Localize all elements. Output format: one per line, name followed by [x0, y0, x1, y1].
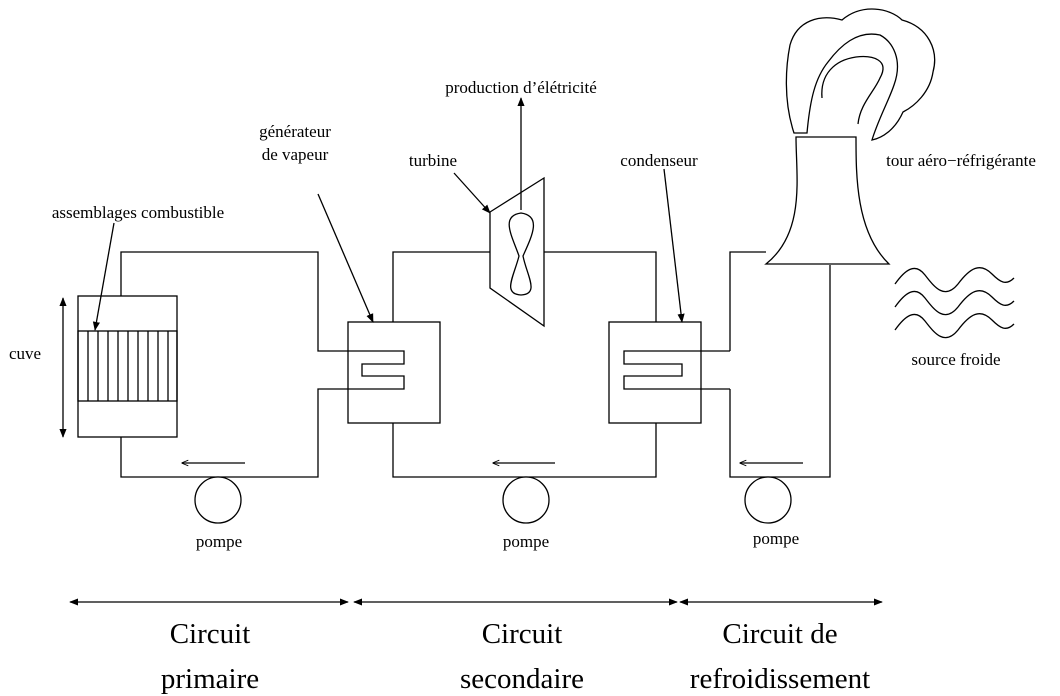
- steam-cloud-inner: [821, 55, 884, 125]
- primary-pump: [194, 476, 242, 524]
- cold-source-label: source froide: [911, 350, 1000, 369]
- vessel-label: cuve: [9, 344, 41, 363]
- condenseur-leader: [663, 168, 685, 323]
- cooling-tower-body: [764, 136, 891, 265]
- assemblages-leader: [92, 222, 115, 331]
- primary-circuit: [120, 251, 348, 524]
- fuel-rods: [87, 331, 169, 401]
- cooling-pump-label: pompe: [753, 529, 799, 548]
- electricity-label: production d’élétricité: [445, 78, 597, 97]
- cooling-tower-label: tour aéro−réfrigérante: [886, 151, 1036, 170]
- cooling-circuit-title-2: refroidissement: [690, 663, 870, 695]
- cooling-pump: [744, 476, 792, 524]
- steam-generator-label-2: de vapeur: [262, 145, 329, 164]
- vessel-body: [77, 295, 178, 438]
- secondary-circuit-title-2: secondaire: [460, 663, 584, 695]
- secondary-circuit: [392, 251, 657, 524]
- condenser-coil: [623, 350, 730, 390]
- condenser-box: [608, 321, 702, 424]
- secondary-pump-label: pompe: [503, 532, 549, 551]
- cooling-pipe-left: [729, 251, 766, 351]
- secondary-pipe-turbine-out: [544, 251, 657, 322]
- turbine: [489, 97, 545, 328]
- steam-generator-label-1: générateur: [259, 122, 331, 141]
- primary-circuit-title-1: Circuit: [170, 618, 251, 650]
- secondary-pipe-bottom: [392, 423, 657, 478]
- turbine-label: turbine: [409, 151, 457, 170]
- steam-cloud: [785, 8, 936, 141]
- condenser-label: condenseur: [620, 151, 698, 170]
- secondary-circuit-title-1: Circuit: [482, 618, 563, 650]
- steam-generator-box: [347, 321, 441, 424]
- secondary-pump: [502, 476, 550, 524]
- cold-source-waves: [894, 267, 1015, 339]
- generateur-leader: [317, 193, 374, 323]
- steam-generator-coil: [348, 350, 405, 390]
- primary-circuit-title-2: primaire: [161, 663, 259, 695]
- cooling-circuit: [729, 251, 831, 524]
- condenser: [608, 321, 730, 424]
- cooling-circuit-title-1: Circuit de: [722, 618, 837, 650]
- turbine-leader: [453, 172, 491, 214]
- primary-pump-label: pompe: [196, 532, 242, 551]
- cooling-pipe-bottom: [729, 265, 831, 478]
- steam-generator: [347, 321, 441, 424]
- primary-pipe-top: [120, 251, 348, 352]
- fuel-assemblies-label: assemblages combustible: [52, 203, 224, 222]
- reactor-vessel: [59, 295, 178, 438]
- cooling-tower: [764, 8, 936, 265]
- turbine-rotor: [508, 212, 535, 296]
- secondary-pipe-top: [392, 251, 490, 322]
- primary-pipe-bottom: [120, 388, 348, 478]
